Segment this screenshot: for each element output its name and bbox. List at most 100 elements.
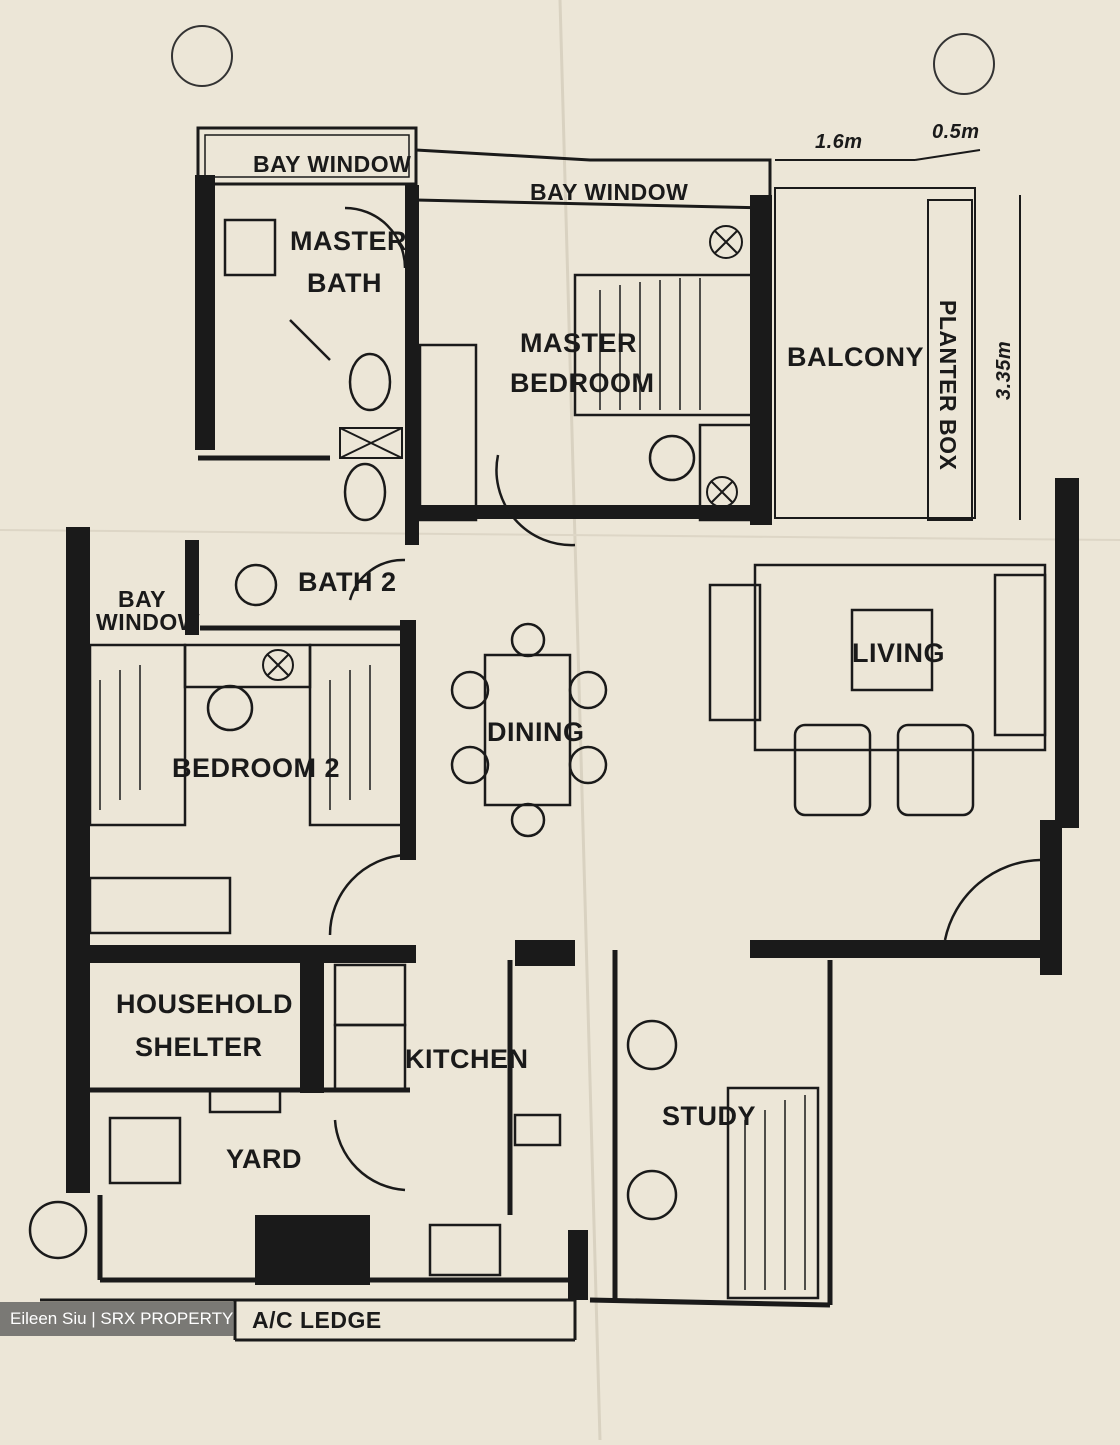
yard-window (208, 1088, 282, 1114)
armchair (793, 723, 872, 817)
ac-ledge-label: A/C LEDGE (252, 1307, 382, 1333)
armchair (896, 723, 975, 817)
planter-box-label: PLANTER BOX (935, 300, 961, 471)
door-swing (348, 558, 406, 601)
duct-box (339, 427, 403, 459)
master-bath-label: BATH (307, 268, 382, 298)
wall (66, 963, 90, 1193)
wall (255, 1215, 370, 1285)
household-shelter-label: SHELTER (135, 1032, 263, 1062)
basin (234, 563, 278, 607)
bay-window-label: BAY WINDOW (530, 179, 688, 205)
watermark: Eileen Siu | SRX PROPERTY (0, 1302, 234, 1336)
dining-chair (568, 670, 608, 710)
wall (300, 963, 324, 1093)
ceiling-fan-mark (709, 225, 743, 259)
wardrobe (88, 876, 232, 935)
master-bedroom-label: BEDROOM (510, 368, 655, 398)
household-shelter-label: HOUSEHOLD (116, 989, 293, 1019)
balcony-outline (774, 187, 976, 519)
chair (206, 684, 254, 732)
dimension-line (914, 149, 981, 161)
bath-2-label: BATH 2 (298, 567, 397, 597)
stove (293, 1226, 367, 1275)
ceiling-fan-mark (711, 481, 733, 503)
toilet (343, 462, 387, 522)
kitchen-sink (428, 1223, 502, 1277)
toilet (348, 352, 392, 412)
master-bath-label: MASTER (290, 226, 407, 256)
desk (183, 643, 312, 689)
kitchen-cabinet (333, 1023, 407, 1092)
door-swing (328, 853, 406, 936)
duct-box (339, 427, 403, 459)
hob (513, 1113, 562, 1147)
wall (750, 195, 772, 525)
door-swing (289, 319, 331, 361)
chair (648, 434, 696, 482)
master-bed (573, 273, 757, 417)
yard-label: YARD (226, 1144, 302, 1174)
basin (223, 218, 277, 277)
wall (66, 945, 416, 963)
study-chair (626, 1169, 678, 1221)
dining-chair (568, 745, 608, 785)
dining-chair (510, 622, 546, 658)
punch-hole-mark (933, 33, 995, 95)
bay-window-label: BAY WINDOW (253, 151, 411, 177)
wall (1040, 820, 1062, 975)
tv-console (993, 573, 1047, 737)
dimension-label: 1.6m (815, 131, 863, 153)
ceiling-fan-mark (267, 654, 289, 676)
paper-fold-line (558, 0, 602, 1441)
dining-chair (450, 670, 490, 710)
wall (185, 540, 199, 635)
door-swing (344, 206, 407, 269)
bay-window-label: BAY (118, 586, 166, 612)
planter-box-outline (927, 199, 973, 521)
living-label: LIVING (852, 638, 945, 668)
wall (405, 185, 419, 545)
wardrobe (418, 343, 478, 522)
dining-chair (510, 802, 546, 838)
ceiling-fan-mark (262, 649, 294, 681)
paper-fold-line (0, 529, 1120, 541)
ceiling-fan-mark (714, 230, 738, 254)
bay-window-outline (196, 126, 418, 186)
dining-label: DINING (487, 717, 585, 747)
bedroom-2-bed-right (308, 643, 407, 827)
dining-chair (450, 745, 490, 785)
bay-window-outline (415, 148, 772, 210)
kitchen-cabinet (333, 963, 407, 1027)
wall (1055, 478, 1079, 828)
bedroom-2-label: BEDROOM 2 (172, 753, 340, 783)
wall (515, 940, 575, 966)
wall (66, 527, 90, 967)
water-heater (28, 1200, 88, 1260)
kitchen-label: KITCHEN (405, 1044, 529, 1074)
study-chair (626, 1019, 678, 1071)
coffee-table (850, 608, 934, 692)
study-label: STUDY (662, 1101, 756, 1131)
door-swing (943, 858, 1041, 941)
door-swing (495, 454, 576, 547)
wall (568, 1230, 588, 1300)
ceiling-fan-mark (706, 476, 738, 508)
master-bedroom-label: MASTER (520, 328, 637, 358)
sofa (708, 583, 762, 722)
punch-hole-mark (171, 25, 233, 87)
bedroom-2-bed-left (88, 643, 187, 827)
bay-window-inner (204, 134, 410, 178)
door-swing (333, 1119, 406, 1192)
dimension-label: 0.5m (932, 121, 980, 143)
study-bed (726, 1086, 820, 1300)
dimension-label: 3.35m (993, 341, 1015, 400)
washing-machine (108, 1116, 182, 1185)
bay-window-label: WINDOW (96, 609, 200, 635)
desk (698, 423, 757, 522)
wall (195, 175, 215, 450)
balcony-label: BALCONY (787, 342, 924, 372)
wall (418, 505, 758, 519)
